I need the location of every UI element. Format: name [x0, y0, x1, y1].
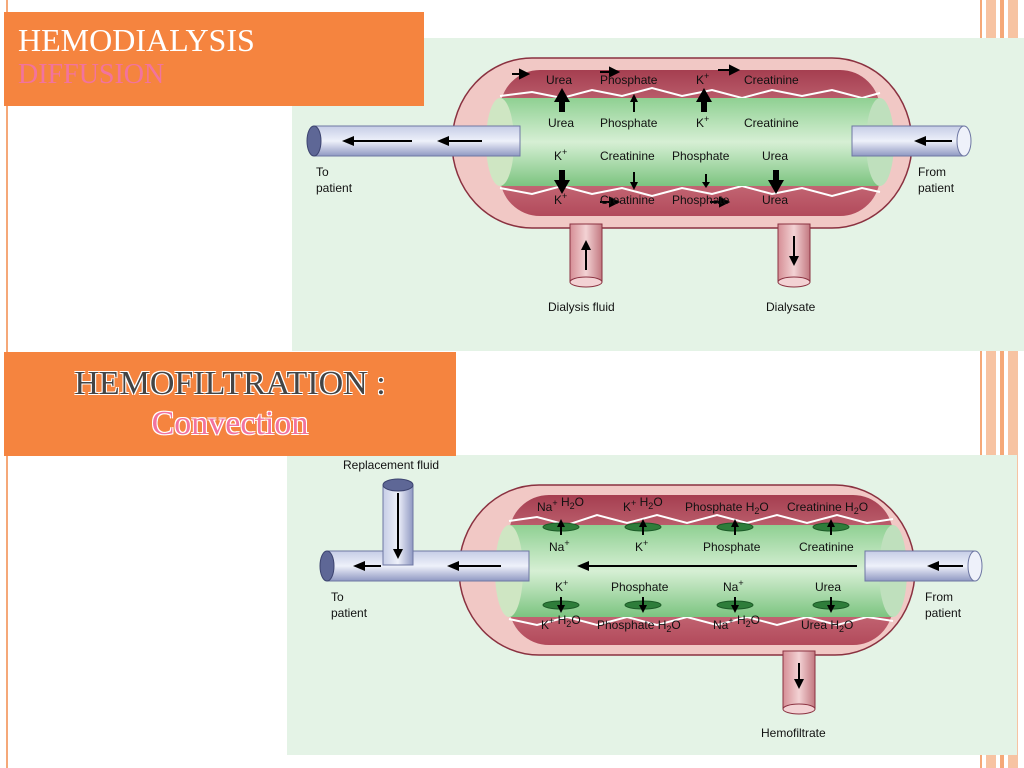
- hf-outer-bottom-phosphate: Phosphate H2O: [597, 618, 681, 634]
- hemodialysis-subtitle: Diffusion: [18, 59, 165, 90]
- hf-inner-bottom-phosphate: Phosphate: [611, 580, 669, 594]
- hf-inner-bottom-urea: Urea: [815, 580, 841, 594]
- hemofiltration-diagram: Replacement fluid Na+ H2O K+ H2O Phospha…: [319, 458, 983, 740]
- hd-outer-top-phosphate: Phosphate: [600, 73, 658, 87]
- hf-from-patient-tube: [864, 550, 976, 582]
- right-decorative-stripes: [980, 0, 1024, 768]
- hd-inner-bottom-urea: Urea: [762, 149, 788, 163]
- hd-inner-bottom-creatinine: Creatinine: [600, 149, 655, 163]
- hd-dialysate-label: Dialysate: [766, 300, 816, 314]
- blood-compartment: [500, 98, 880, 186]
- hd-inner-top-phosphate: Phosphate: [600, 116, 658, 130]
- hd-outer-top-creatinine: Creatinine: [744, 73, 799, 87]
- hemofiltration-subtitle: Convection: [151, 405, 309, 442]
- hemodialysis-diagram: Urea Phosphate K+ Creatinine Urea Phosph…: [306, 57, 972, 314]
- hd-outer-top-urea: Urea: [546, 73, 572, 87]
- hd-dialysis-fluid-label: Dialysis fluid: [548, 300, 615, 314]
- hd-outer-bottom-phosphate: Phosphate: [672, 193, 730, 207]
- hemofiltration-title-box: HEMOFILTRATION : Convection: [4, 352, 456, 456]
- hd-inner-top-urea: Urea: [548, 116, 574, 130]
- hf-outer-top-phosphate: Phosphate H2O: [685, 500, 769, 516]
- hd-outer-bottom-urea: Urea: [762, 193, 788, 207]
- hf-replacement-fluid-label: Replacement fluid: [343, 458, 439, 472]
- hemodialysis-title: HEMODIALYSIS: [18, 22, 255, 58]
- hf-outer-bottom-urea: Urea H2O: [801, 618, 853, 634]
- hf-inner-top-phosphate: Phosphate: [703, 540, 761, 554]
- hf-outer-top-creatinine: Creatinine H2O: [787, 500, 868, 516]
- hf-inner-top-creatinine: Creatinine: [799, 540, 854, 554]
- hemodialysis-title-box: HEMODIALYSIS Diffusion: [4, 12, 424, 106]
- hemofiltration-title: HEMOFILTRATION :: [74, 365, 386, 402]
- hd-inner-top-creatinine: Creatinine: [744, 116, 799, 130]
- hd-inner-bottom-phosphate: Phosphate: [672, 149, 730, 163]
- hf-hemofiltrate-label: Hemofiltrate: [761, 726, 826, 740]
- hd-outer-bottom-creatinine: Creatinine: [600, 193, 655, 207]
